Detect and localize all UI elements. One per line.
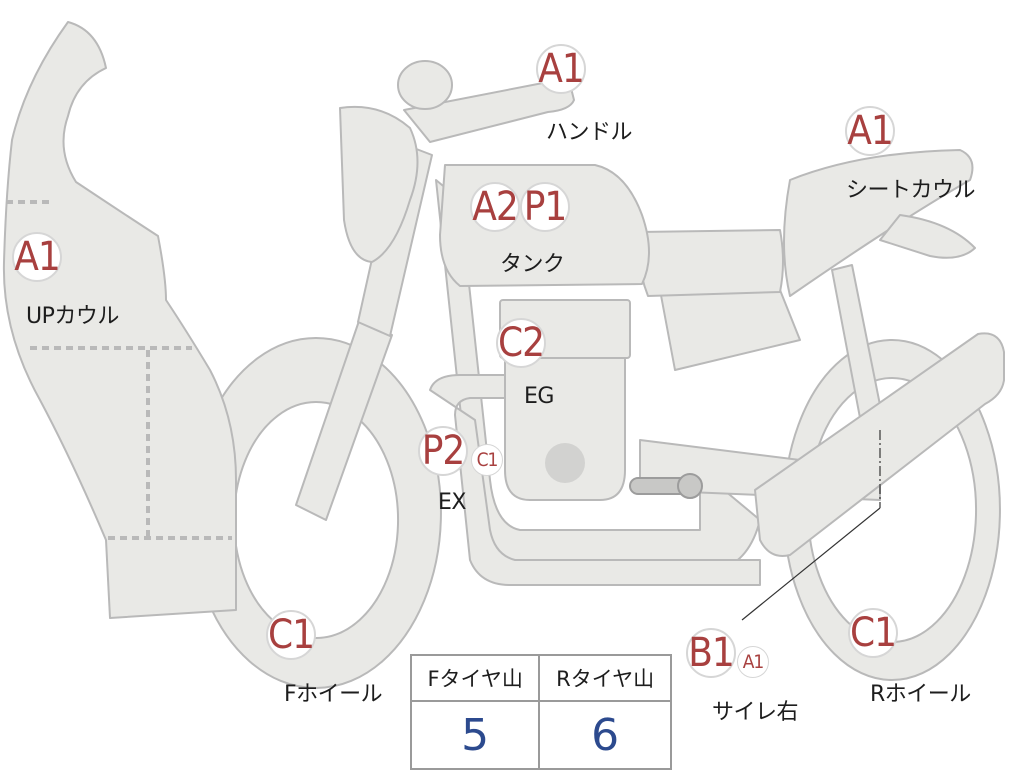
label-seat-cowl: シートカウル (846, 178, 976, 203)
headlight (339, 105, 419, 263)
label-handle: ハンドル (546, 120, 633, 145)
badge-side-b: B1 (686, 628, 736, 678)
label-r-wheel: Rホイール (870, 682, 971, 707)
label-tank: タンク (500, 252, 565, 277)
value-front-tire: 5 (409, 700, 541, 770)
seat-cowl-tail (879, 214, 976, 259)
seat (636, 229, 784, 297)
upper-cowl (2, 21, 237, 619)
label-up-cowl: UPカウル (26, 304, 119, 329)
label-engine: EG (524, 384, 554, 409)
badge-engine: C2 (496, 318, 546, 368)
label-side: サイレ右 (712, 700, 799, 725)
badge-exhaust-p: P2 (418, 426, 468, 476)
rear-shock (659, 289, 801, 371)
badge-exhaust-c: C1 (471, 444, 503, 476)
badge-seat-cowl: A1 (845, 106, 895, 156)
label-exhaust: EX (438, 490, 466, 515)
badge-handle: A1 (536, 44, 586, 94)
badge-r-wheel: C1 (848, 608, 898, 658)
value-rear-tire: 6 (538, 700, 672, 770)
badge-tank-a: A2 (470, 182, 520, 232)
header-rear-tire: Rタイヤ山 (538, 654, 672, 702)
header-front-tire: Fタイヤ山 (409, 654, 541, 702)
tire-tread-table: Fタイヤ山 Rタイヤ山 5 6 (409, 654, 672, 770)
footpeg-knob (677, 473, 703, 499)
seat-cowl (783, 149, 974, 297)
mirror (397, 60, 453, 110)
frame-down (429, 374, 761, 586)
engine-cover (545, 443, 585, 483)
badge-up-cowl: A1 (12, 232, 62, 282)
badge-f-wheel: C1 (266, 610, 316, 660)
badge-side-a: A1 (737, 646, 769, 678)
engine-block (504, 357, 626, 501)
label-f-wheel: Fホイール (284, 682, 383, 707)
badge-tank-p: P1 (520, 182, 570, 232)
